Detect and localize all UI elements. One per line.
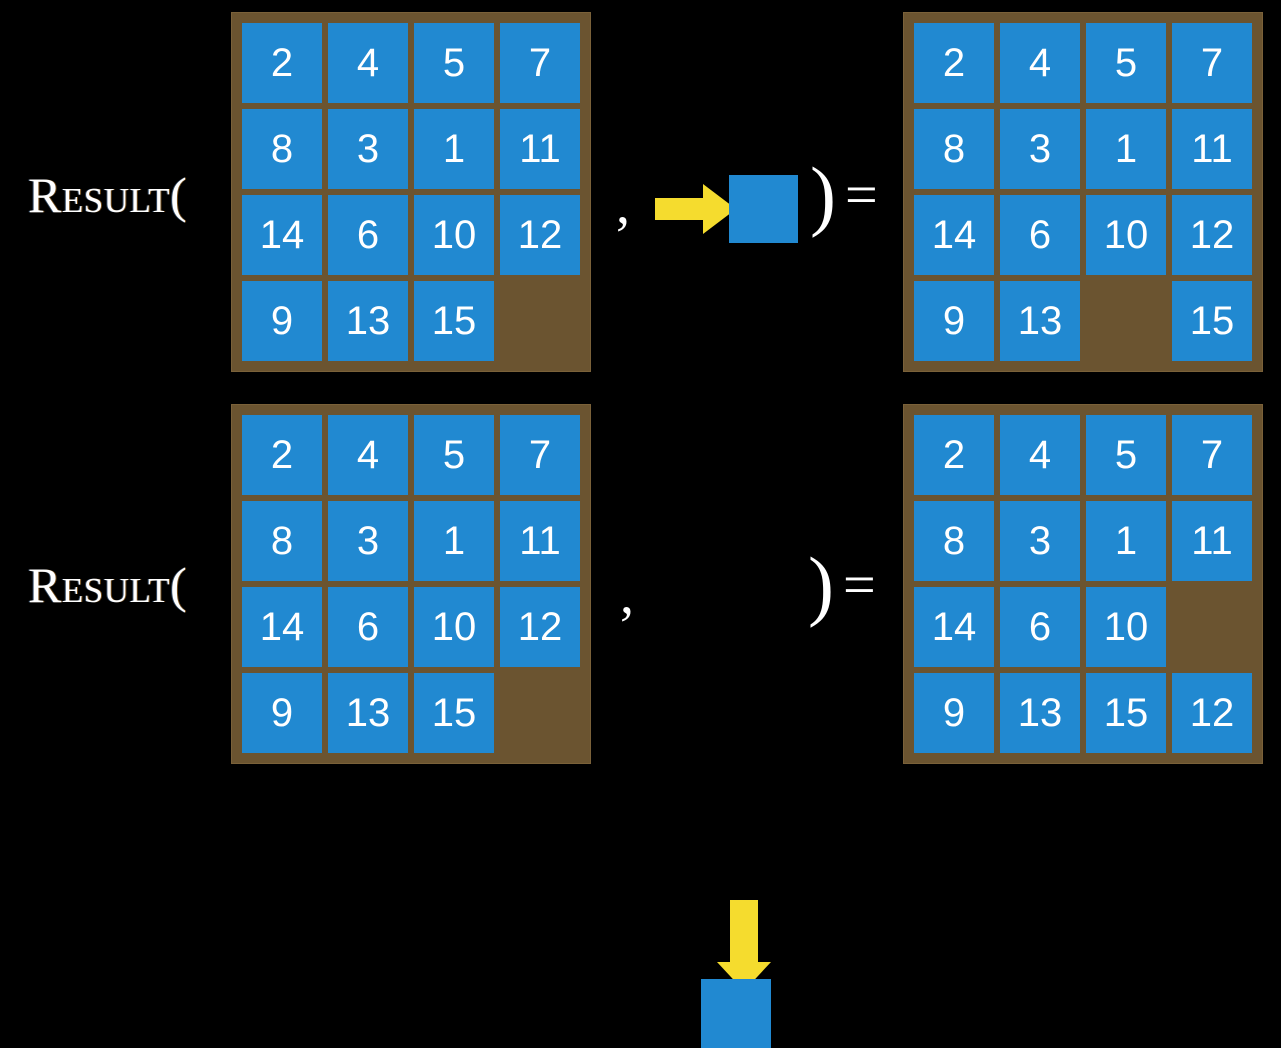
tile: 10	[1086, 587, 1166, 667]
tile: 2	[914, 23, 994, 103]
tile: 4	[328, 415, 408, 495]
tile: 1	[1086, 501, 1166, 581]
tile: 9	[914, 281, 994, 361]
tile: 11	[1172, 501, 1252, 581]
tile: 5	[1086, 23, 1166, 103]
tile: 3	[328, 109, 408, 189]
tile: 11	[1172, 109, 1252, 189]
tile: 14	[914, 195, 994, 275]
tile: 13	[1000, 281, 1080, 361]
equals-sign-top: =	[845, 162, 878, 227]
tile: 9	[242, 281, 322, 361]
tile: 7	[500, 415, 580, 495]
tile: 7	[500, 23, 580, 103]
result-function-label-bottom: Result(	[28, 557, 188, 613]
tile: 1	[414, 501, 494, 581]
argument-separator-comma-top: ,	[616, 174, 630, 237]
puzzle-board-before-top: 2 4 5 7 8 3 1 11 14 6 10 12 9 13 15	[231, 12, 591, 372]
tile: 6	[1000, 195, 1080, 275]
tile: 9	[242, 673, 322, 753]
move-glyph-slide-right	[0, 0, 798, 390]
tile: 7	[1172, 23, 1252, 103]
tile: 13	[328, 281, 408, 361]
tile: 10	[414, 587, 494, 667]
tile: 5	[414, 415, 494, 495]
tile: 2	[242, 415, 322, 495]
tile: 1	[1086, 109, 1166, 189]
equation-row-slide-down: Result( 2 4 5 7 8 3 1 11 14 6 10 12 9 13…	[0, 390, 1281, 1048]
moving-tile-square-bottom	[701, 979, 771, 1048]
tile: 8	[242, 501, 322, 581]
tile: 15	[1172, 281, 1252, 361]
close-paren-bottom: )	[808, 541, 834, 628]
tile: 5	[1086, 415, 1166, 495]
tile: 11	[500, 109, 580, 189]
moving-tile-square-top	[729, 175, 798, 243]
tile-blank	[1086, 281, 1166, 361]
tile: 8	[914, 109, 994, 189]
tile: 11	[500, 501, 580, 581]
tile-blank	[500, 673, 580, 753]
equation-row-slide-right: Result( 2 4 5 7 8 3 1 11 14 6 10 12 9 13…	[0, 0, 1281, 390]
tile: 7	[1172, 415, 1252, 495]
tile: 6	[328, 195, 408, 275]
tile-blank	[500, 281, 580, 361]
tile: 13	[328, 673, 408, 753]
tile: 15	[414, 673, 494, 753]
tile: 4	[1000, 23, 1080, 103]
tile: 13	[1000, 673, 1080, 753]
tile: 15	[414, 281, 494, 361]
puzzle-board-after-top: 2 4 5 7 8 3 1 11 14 6 10 12 9 13 15	[903, 12, 1263, 372]
tile: 3	[328, 501, 408, 581]
tile: 15	[1086, 673, 1166, 753]
arrow-right-icon	[655, 184, 736, 234]
tile: 6	[328, 587, 408, 667]
tile: 12	[500, 587, 580, 667]
tile: 2	[914, 415, 994, 495]
tile: 12	[1172, 195, 1252, 275]
puzzle-board-after-bottom: 2 4 5 7 8 3 1 11 14 6 10 9 13 15 12	[903, 404, 1263, 764]
move-glyph-slide-down	[0, 390, 771, 1048]
tile: 10	[1086, 195, 1166, 275]
tile: 5	[414, 23, 494, 103]
tile: 4	[328, 23, 408, 103]
tile: 9	[914, 673, 994, 753]
tile: 12	[500, 195, 580, 275]
tile-blank	[1172, 587, 1252, 667]
tile: 1	[414, 109, 494, 189]
tile: 10	[414, 195, 494, 275]
tile: 12	[1172, 673, 1252, 753]
tile: 2	[242, 23, 322, 103]
result-function-label-top: Result(	[28, 167, 188, 223]
tile: 4	[1000, 415, 1080, 495]
close-paren-top: )	[810, 151, 836, 238]
tile: 3	[1000, 109, 1080, 189]
tile: 14	[242, 587, 322, 667]
tile: 14	[242, 195, 322, 275]
argument-separator-comma-bottom: ,	[620, 564, 634, 627]
equals-sign-bottom: =	[843, 552, 876, 617]
tile: 6	[1000, 587, 1080, 667]
tile: 8	[914, 501, 994, 581]
tile: 8	[242, 109, 322, 189]
puzzle-board-before-bottom: 2 4 5 7 8 3 1 11 14 6 10 12 9 13 15	[231, 404, 591, 764]
tile: 3	[1000, 501, 1080, 581]
tile: 14	[914, 587, 994, 667]
